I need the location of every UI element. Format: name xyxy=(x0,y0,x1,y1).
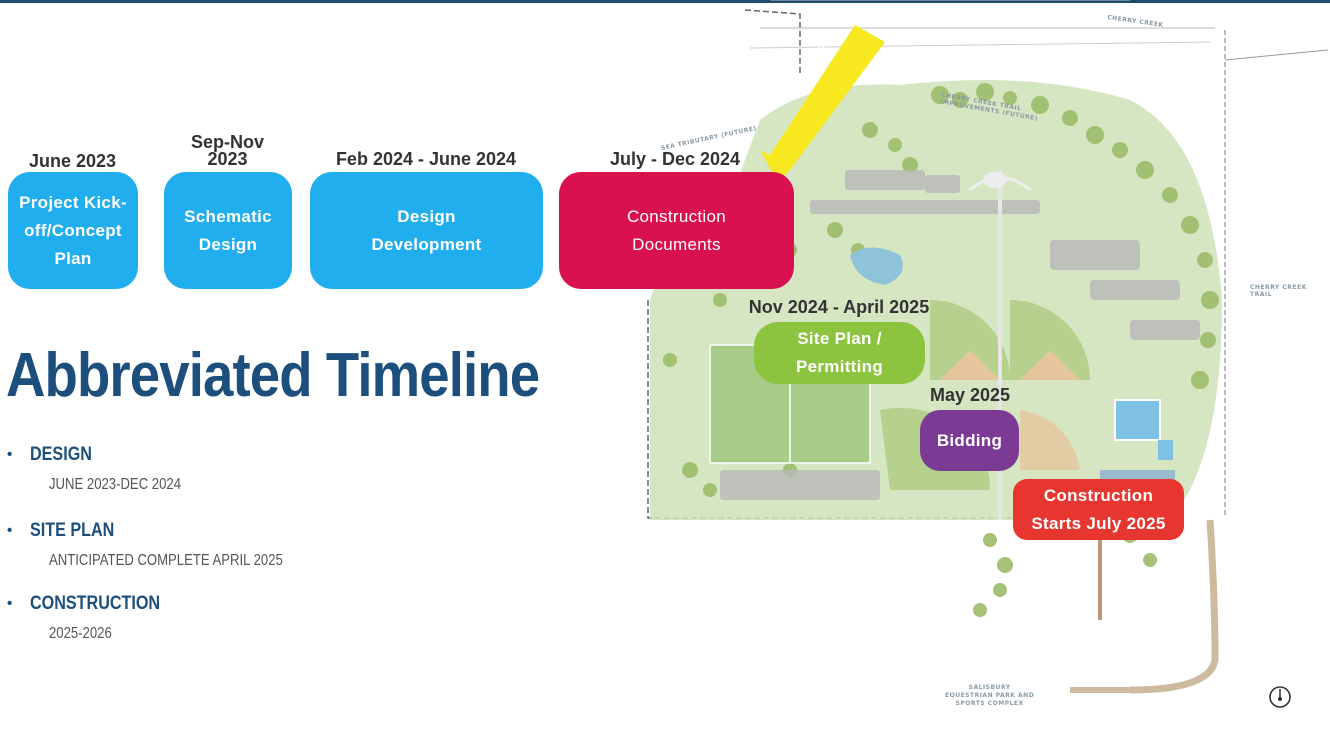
page-title: Abbreviated Timeline xyxy=(6,341,540,410)
phase-bidding-box: Bidding xyxy=(920,410,1019,471)
phase-construction-documents-box: Construction Documents xyxy=(559,172,794,289)
item-site-plan-heading: SITE PLAN xyxy=(30,520,115,541)
phase-schematic-box: Schematic Design xyxy=(164,172,292,289)
top-accent-bar xyxy=(0,0,1330,3)
map-label-complex: SALISBURY EQUESTRIAN PARK AND SPORTS COM… xyxy=(945,684,1035,707)
phase-date-site-plan: Nov 2024 - April 2025 xyxy=(748,297,930,317)
phase-date-schematic: Sep-Nov 2023 xyxy=(190,132,264,169)
item-construction-heading: CONSTRUCTION xyxy=(30,593,161,614)
phase-kickoff-box: Project Kick- off/Concept Plan xyxy=(8,172,138,289)
item-construction-detail: 2025-2026 xyxy=(49,625,112,642)
bullet-marker: • xyxy=(7,595,13,612)
item-site-plan-detail: ANTICIPATED COMPLETE APRIL 2025 xyxy=(49,552,283,569)
phase-design-development-box: Design Development xyxy=(310,172,543,289)
phase-date-bidding: May 2025 xyxy=(929,385,1011,405)
north-arrow-icon xyxy=(1269,686,1291,708)
phase-date-design-dev: Feb 2024 - June 2024 xyxy=(335,149,517,169)
item-design-heading: DESIGN xyxy=(30,444,92,465)
phase-date-construction-docs: July - Dec 2024 xyxy=(609,149,741,169)
bullet-marker: • xyxy=(7,446,13,463)
phase-construction-start-box: Construction Starts July 2025 xyxy=(1013,479,1184,540)
item-design-detail: JUNE 2023-DEC 2024 xyxy=(49,476,181,493)
phase-site-plan-box: Site Plan / Permitting xyxy=(754,322,925,384)
map-label-trail: CHERRY CREEK TRAIL xyxy=(1250,284,1307,298)
bullet-marker: • xyxy=(7,522,13,539)
phase-date-kickoff: June 2023 xyxy=(28,151,117,171)
